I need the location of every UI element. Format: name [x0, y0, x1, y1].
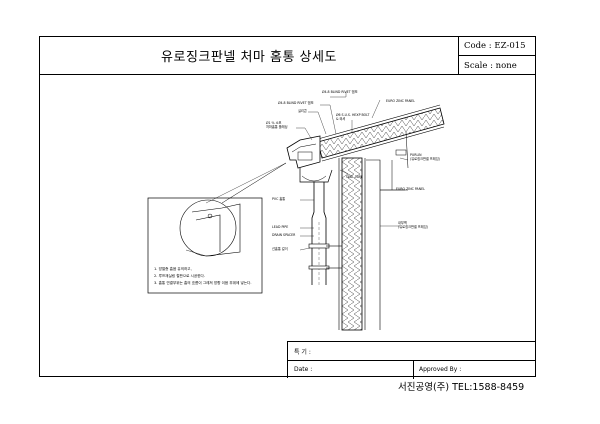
drawing-title: 유로징크판넬 처마 홈통 상세도 [161, 50, 337, 65]
instruction-2: 2. 루프재실링 철판으로 시공한다. [154, 273, 205, 278]
code-block: Code : EZ-015 Scale : none [459, 37, 535, 75]
label-interior: 내부벽(유로징크판넬 프레임) [398, 220, 428, 229]
date-approval-row: Date : Approved By : [288, 361, 536, 379]
gutter [299, 168, 333, 183]
label-flashing: PURLIN(유로징크판넬 프레임) [410, 153, 440, 161]
notes-divider [413, 361, 414, 379]
interior-frame [366, 131, 409, 330]
instruction-1: 1. 방열층 흡음 유의하고, [154, 266, 192, 271]
label-pvc-gutter: PVC 홈통 [272, 196, 285, 201]
label-sealant: 실리콘 [298, 108, 307, 113]
company-contact: 서진공영(주) TEL:1588-8459 [398, 382, 525, 393]
eave-flashing [286, 135, 321, 169]
remarks-row: 특 기 : [288, 342, 536, 361]
drawing-scale: Scale : none [464, 60, 517, 71]
label-roof-panel: EURO ZINC PANEL [386, 99, 415, 103]
drawing-code: Code : EZ-015 [459, 37, 535, 56]
roof-panel [317, 104, 445, 162]
label-clamp-spacer: DRAIN SPACER [272, 233, 296, 237]
callout-labels: Ø4.8 BLIND RIVET 엠보 Ø4.8 BLIND RIVET 엠보 … [266, 89, 440, 251]
label-drain-pipe: LEAD PIPE [272, 225, 288, 229]
label-blind-rivet-2: Ø4.8 BLIND RIVET 엠보 [278, 100, 314, 105]
label-wall-panel: EURO ZINC PANEL [396, 187, 425, 191]
wall-panel [338, 157, 366, 331]
notes-block: 특 기 : Date : Approved By : [287, 341, 536, 379]
drawing-frame: 유로징크판넬 처마 홈통 상세도 Code : EZ-015 Scale : n… [39, 36, 536, 379]
downpipe [308, 182, 342, 285]
label-seal-tape: SEAL TAPE [346, 175, 363, 179]
enlarged-detail: 1. 방열층 흡음 유의하고, 2. 루프재실링 철판으로 시공한다. 3. 홈… [147, 162, 287, 294]
instruction-3: 3. 홈통 연결부위는 홈의 흐름이 그레져 방향 이음 부위에 넣는다. [154, 280, 252, 285]
label-blind-rivet-top: Ø4.8 BLIND RIVET 엠보 [322, 89, 358, 94]
date-label: Date : [294, 366, 313, 373]
leader-lines [296, 92, 409, 251]
remarks-label: 특 기 : [294, 349, 311, 356]
label-leader-fix: 선홈통 걸이 [272, 246, 288, 251]
label-rivet-right: Ø6 S.U.S. HEXP BOLT& 와셔 [336, 112, 369, 121]
title-block: 유로징크판넬 처마 홈통 상세도 [40, 37, 459, 75]
approved-label: Approved By : [419, 366, 462, 373]
